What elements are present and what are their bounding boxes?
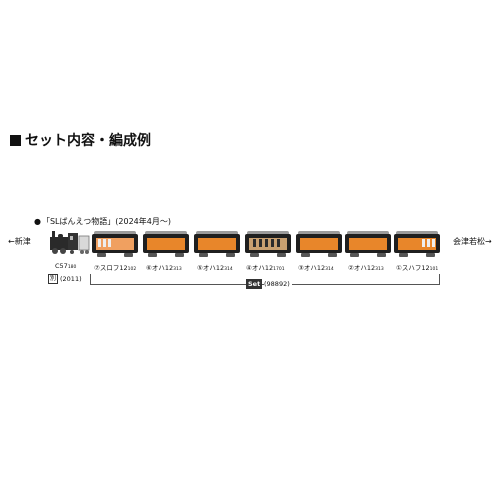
separately-sold-code: (2011) (60, 275, 82, 283)
passenger-car-4 (245, 231, 291, 257)
passenger-car-7 (92, 231, 138, 257)
formation-title: ●「SLばんえつ物語」(2024年4月〜) (34, 216, 171, 227)
section-heading: セット内容・編成例 (10, 130, 151, 150)
car-label-4: ④オハ121701 (246, 264, 285, 272)
section-heading-text: セット内容・編成例 (25, 133, 151, 149)
square-bullet-icon (10, 135, 21, 146)
passenger-car-6 (143, 231, 189, 257)
car-label-7: ⑦スロフ12102 (94, 264, 137, 272)
loco-number: 180 (67, 265, 77, 270)
passenger-car-1 (394, 231, 440, 257)
car-label-2: ②オハ12313 (348, 264, 384, 272)
car-label-6: ⑥オハ12313 (146, 264, 182, 272)
car-label-1: ①スハフ12101 (396, 264, 439, 272)
steam-locomotive-icon (50, 231, 90, 254)
direction-left: ←新津 (8, 237, 31, 246)
loco-label: C57180 (55, 262, 76, 270)
passenger-car-2 (345, 231, 391, 257)
set-code: (98892) (264, 280, 292, 288)
passenger-car-5 (194, 231, 240, 257)
loco-name: C57 (55, 262, 68, 270)
passenger-car-3 (296, 231, 342, 257)
formation-title-text: 「SLばんえつ物語」(2024年4月〜) (41, 217, 171, 226)
separately-sold-badge: 別 (48, 274, 59, 284)
set-badge: Set (246, 279, 263, 289)
car-label-5: ⑤オハ12314 (197, 264, 233, 272)
bullet-dot-icon: ● (34, 217, 41, 226)
car-label-3: ③オハ12314 (298, 264, 334, 272)
direction-right: 会津若松→ (453, 237, 492, 246)
